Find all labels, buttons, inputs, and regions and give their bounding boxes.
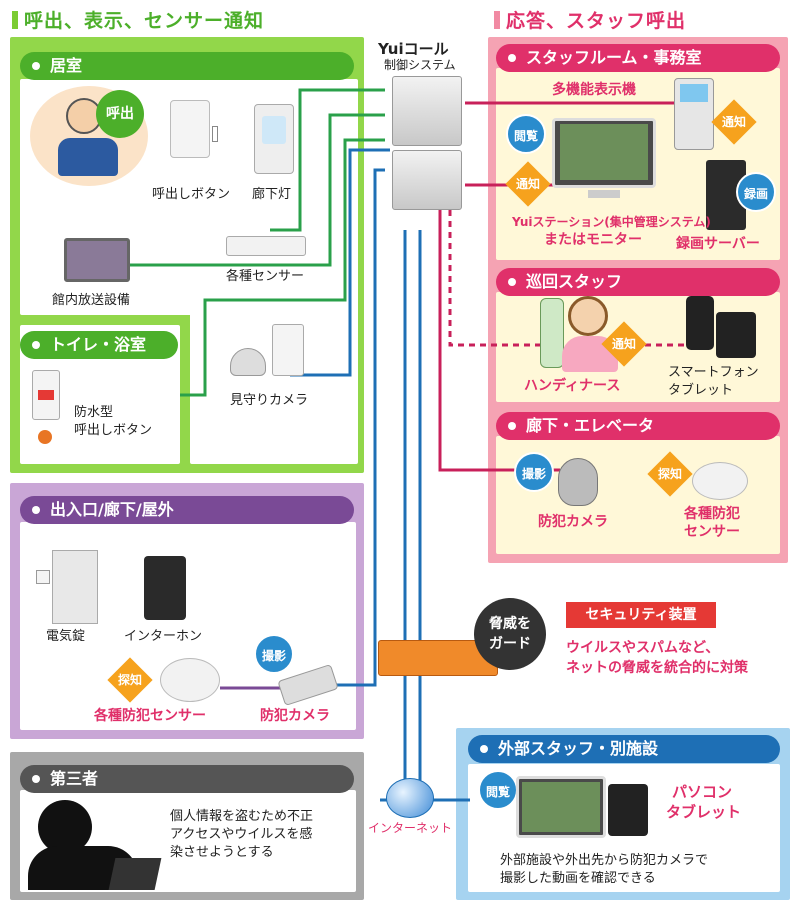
hallway-detect-badge: 探知 xyxy=(647,451,693,497)
call-bubble: 呼出 xyxy=(96,90,144,138)
guard-line1: 脅威を xyxy=(489,616,531,632)
station-screen-icon xyxy=(560,124,648,180)
hallway-sensor-label-line2: センサー xyxy=(684,524,740,540)
internet-label: インターネット xyxy=(368,821,453,835)
box-camera-icon xyxy=(272,324,304,376)
external-pc-label: パソコン xyxy=(672,783,733,801)
left-column-title: 呼出、表示、センサー通知 xyxy=(12,6,264,33)
station-label-line2: またはモニター xyxy=(544,232,642,248)
external-browse-badge: 閲覧 xyxy=(478,770,518,810)
section-toilet: トイレ・浴室 xyxy=(20,331,178,359)
hallway-camera-label: 防犯カメラ xyxy=(538,514,608,530)
security-desc-line1: ウイルスやスパムなど、 xyxy=(566,640,720,656)
external-tablet-icon xyxy=(608,784,648,836)
hallway-sensor-icon xyxy=(692,462,748,500)
monitor-stand-icon xyxy=(588,190,620,198)
hall-light-label: 廊下灯 xyxy=(252,187,292,202)
intercom-icon xyxy=(144,556,186,620)
sensor-device-icon xyxy=(226,236,306,256)
third-party-text-line3: 染させようとする xyxy=(170,845,274,860)
external-desc-line2: 撮影した動画を確認できる xyxy=(500,871,656,886)
yui-system-label: 制御システム xyxy=(384,58,456,72)
hallway-shoot-badge: 撮影 xyxy=(514,452,554,492)
yui-logo: Yuiコール xyxy=(378,40,449,58)
pull-cord-icon xyxy=(38,430,52,444)
entrance-shoot-badge: 撮影 xyxy=(254,634,294,674)
guard-bubble: 脅威を ガード xyxy=(474,598,546,670)
control-unit-bottom xyxy=(392,150,462,210)
waterproof-button-red xyxy=(38,390,54,400)
dome-camera-icon xyxy=(230,348,266,376)
security-desc-line2: ネットの脅威を統合的に対策 xyxy=(566,660,748,676)
entrance-sensors-label: 各種防犯センサー xyxy=(94,708,206,724)
right-column-title: 応答、スタッフ呼出 xyxy=(494,6,686,33)
staffroom-record-badge: 録画 xyxy=(736,172,776,212)
station-label-line1: Yuiステーション(集中管理システム) xyxy=(512,215,711,229)
hallway-sensor-label-line1: 各種防犯 xyxy=(684,506,740,522)
display-label: 多機能表示機 xyxy=(552,82,636,98)
external-pc-screen xyxy=(522,782,600,832)
section-third-party: 第三者 xyxy=(20,765,354,793)
waterproof-label-line2: 呼出しボタン xyxy=(74,423,153,438)
security-title: セキュリティ装置 xyxy=(566,602,716,628)
tablet-icon xyxy=(716,312,756,358)
nurse-face-icon xyxy=(568,296,608,336)
broadcast-speaker-icon xyxy=(64,238,130,282)
staffroom-notify-badge-2: 通知 xyxy=(505,161,551,207)
third-party-text-line2: アクセスやウイルスを感 xyxy=(170,827,313,842)
laptop-icon xyxy=(108,858,162,890)
staffroom-browse-badge: 閲覧 xyxy=(506,114,546,154)
electric-lock-icon xyxy=(52,550,98,624)
third-party-text-line1: 個人情報を盗むため不正 xyxy=(170,809,314,824)
handy-phone-icon xyxy=(540,298,564,368)
recorder-label: 録画サーバー xyxy=(676,236,760,252)
external-desc-line1: 外部施設や外出先から防犯カメラで xyxy=(500,853,709,868)
section-external: 外部スタッフ・別施設 xyxy=(468,735,780,763)
section-patrol: 巡回スタッフ xyxy=(496,268,780,296)
smart-label-line1: スマートフォン xyxy=(668,365,759,380)
hallway-dome-camera-icon xyxy=(558,458,598,506)
guard-line2: ガード xyxy=(489,636,531,652)
phone-screen-icon xyxy=(680,84,708,102)
entrance-detect-badge: 探知 xyxy=(107,657,153,703)
lock-panel-icon xyxy=(36,570,50,584)
call-button-plug-icon xyxy=(212,126,218,142)
call-button-label: 呼出しボタン xyxy=(152,187,231,202)
handy-label: ハンディナース xyxy=(524,378,621,394)
resident-body-icon xyxy=(58,138,118,176)
electric-lock-label: 電気錠 xyxy=(46,629,86,644)
intercom-label: インターホン xyxy=(124,629,203,644)
camera-label: 見守りカメラ xyxy=(230,393,309,408)
patrol-notify-badge: 通知 xyxy=(601,321,647,367)
hall-light-lens xyxy=(262,116,286,144)
section-entrance: 出入口/廊下/屋外 xyxy=(20,496,354,524)
internet-globe-icon xyxy=(386,778,434,818)
section-room: 居室 xyxy=(20,52,354,80)
security-sensor-icon xyxy=(160,658,220,702)
entrance-camera-label: 防犯カメラ xyxy=(260,708,330,724)
external-tablet-label: タブレット xyxy=(666,803,742,821)
staffroom-notify-badge-1: 通知 xyxy=(711,99,757,145)
hacker-head-icon xyxy=(38,800,92,854)
smart-label-line2: タブレット xyxy=(668,383,734,398)
section-hallway: 廊下・エレベータ xyxy=(496,412,780,440)
sensors-label: 各種センサー xyxy=(226,269,305,284)
call-button-device-icon xyxy=(170,100,210,158)
control-unit-top xyxy=(392,76,462,146)
broadcast-label: 館内放送設備 xyxy=(52,293,131,308)
waterproof-label-line1: 防水型 xyxy=(74,405,114,420)
smartphone-icon xyxy=(686,296,714,350)
section-staffroom: スタッフルーム・事務室 xyxy=(496,44,780,72)
